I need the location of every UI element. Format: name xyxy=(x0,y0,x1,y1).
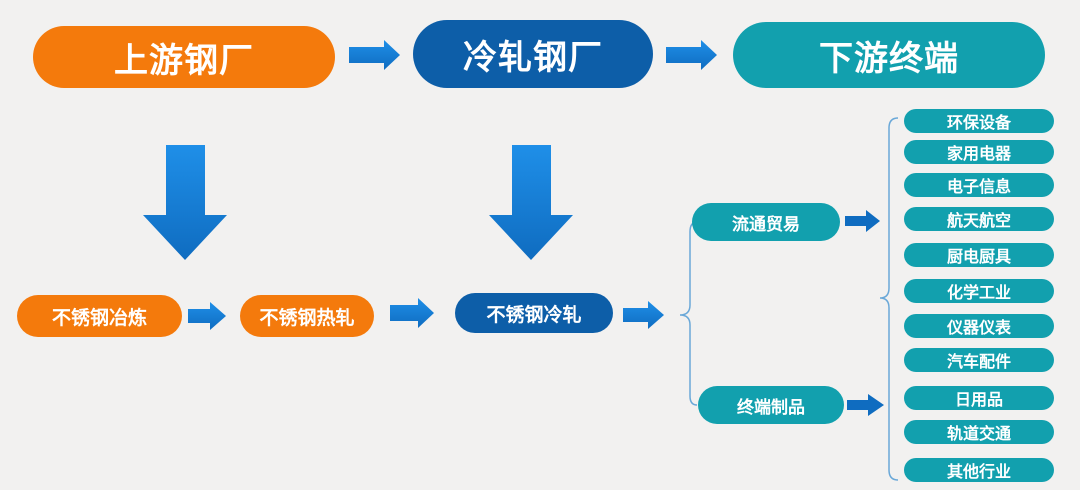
cold-rolling-mill: 冷轧钢厂 xyxy=(413,20,653,88)
arrow-down-upstream xyxy=(143,145,227,260)
arrow-hotrolling-to-coldrolling xyxy=(390,298,434,328)
industry-item: 电子信息 xyxy=(904,173,1054,197)
industry-item: 日用品 xyxy=(904,386,1054,410)
industry-item: 环保设备 xyxy=(904,109,1054,133)
arrow-coldrolled-to-downstream xyxy=(666,40,717,70)
downstream-terminal: 下游终端 xyxy=(733,22,1045,88)
arrow-trade-to-industries xyxy=(845,210,880,232)
branch-terminal-products: 终端制品 xyxy=(698,386,844,424)
bracket-industries xyxy=(879,117,899,481)
industry-item: 汽车配件 xyxy=(904,348,1054,372)
industry-item: 厨电厨具 xyxy=(904,243,1054,267)
industry-item: 家用电器 xyxy=(904,140,1054,164)
stainless-hot-rolling: 不锈钢热轧 xyxy=(240,295,374,337)
industry-item: 航天航空 xyxy=(904,207,1054,231)
arrow-upstream-to-coldrolled xyxy=(349,40,400,70)
stainless-smelting: 不锈钢冶炼 xyxy=(17,295,182,337)
bracket-branches xyxy=(679,221,698,406)
industry-item: 仪器仪表 xyxy=(904,314,1054,338)
arrow-down-coldrolled xyxy=(489,145,573,260)
upstream-mill: 上游钢厂 xyxy=(33,26,335,88)
arrow-terminal-to-industries xyxy=(847,394,884,416)
branch-trade: 流通贸易 xyxy=(692,203,840,241)
industry-item: 化学工业 xyxy=(904,279,1054,303)
stainless-cold-rolling: 不锈钢冷轧 xyxy=(455,293,613,333)
industry-item: 其他行业 xyxy=(904,458,1054,482)
industry-item: 轨道交通 xyxy=(904,420,1054,444)
arrow-smelting-to-hotrolling xyxy=(188,302,226,330)
arrow-coldrolling-to-branches xyxy=(623,301,664,329)
